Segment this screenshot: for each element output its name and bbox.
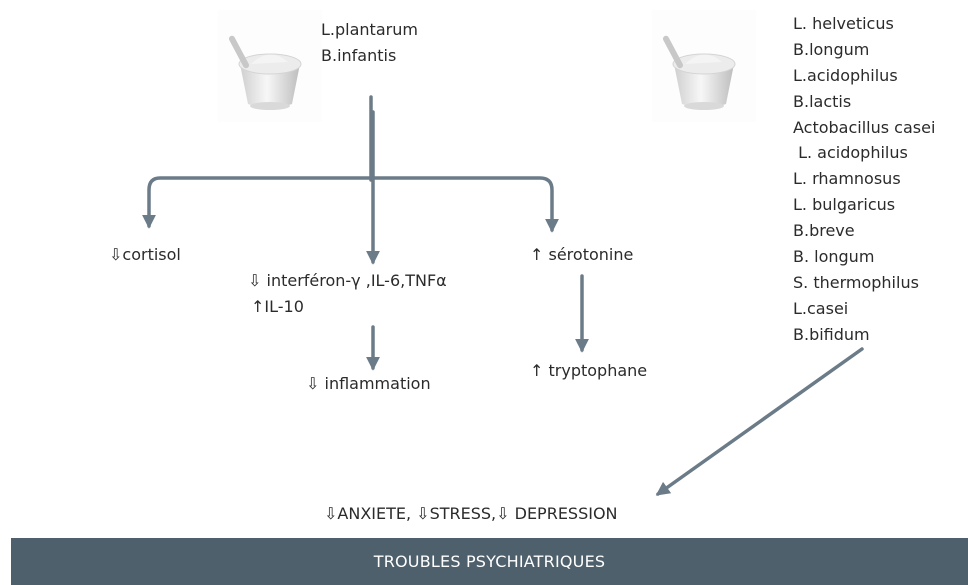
branch-right-arrow bbox=[371, 176, 559, 233]
inflammation-effect: ⇩ inflammation bbox=[306, 374, 431, 393]
psychiatric-disorders-banner: TROUBLES PSYCHIATRIQUES bbox=[11, 538, 968, 585]
probiotic-name: B.longum bbox=[793, 39, 870, 59]
probiotic-name: L.acidophilus bbox=[793, 65, 898, 85]
cortisol-effect: ⇩cortisol bbox=[109, 245, 181, 264]
probiotic-name: S. thermophilus bbox=[793, 272, 919, 292]
probiotic-name: L.plantarum bbox=[321, 20, 418, 39]
cytokines-effect: ⇩ interféron-γ ,IL-6,TNFα bbox=[248, 271, 447, 290]
probiotic-name: L. helveticus bbox=[793, 14, 894, 33]
tryptophan-effect: ↑ tryptophane bbox=[530, 361, 648, 380]
il10-effect: ↑IL-10 bbox=[251, 297, 304, 316]
probiotic-name: B.breve bbox=[793, 221, 855, 241]
serotonin-effect: ↑ sérotonine bbox=[530, 245, 634, 264]
probiotic-name: L.casei bbox=[793, 298, 849, 318]
probiotic-name: L. bulgaricus bbox=[793, 195, 896, 215]
banner-label: TROUBLES PSYCHIATRIQUES bbox=[373, 552, 606, 571]
probiotic-name: B.bifidum bbox=[793, 324, 870, 344]
yogurt-cup-icon bbox=[652, 10, 756, 122]
branch-left-arrow bbox=[142, 176, 373, 229]
outcome-arrow bbox=[655, 347, 864, 496]
yogurt-cup-icon bbox=[218, 10, 322, 122]
probiotic-name: B. longum bbox=[793, 247, 875, 267]
probiotic-name: L. rhamnosus bbox=[793, 169, 901, 189]
probiotic-name: Actobacillus casei bbox=[793, 117, 936, 137]
probiotic-group-1: L.plantarum B.infantis bbox=[321, 17, 418, 69]
probiotic-name: B.lactis bbox=[793, 91, 852, 111]
outcome-label: ⇩ANXIETE, ⇩STRESS,⇩ DEPRESSION bbox=[324, 504, 618, 523]
probiotic-name: B.infantis bbox=[321, 45, 397, 65]
probiotic-name: L. acidophilus bbox=[793, 143, 908, 163]
probiotic-group-2: L. helveticus B.longum L.acidophilus B.l… bbox=[793, 11, 935, 348]
